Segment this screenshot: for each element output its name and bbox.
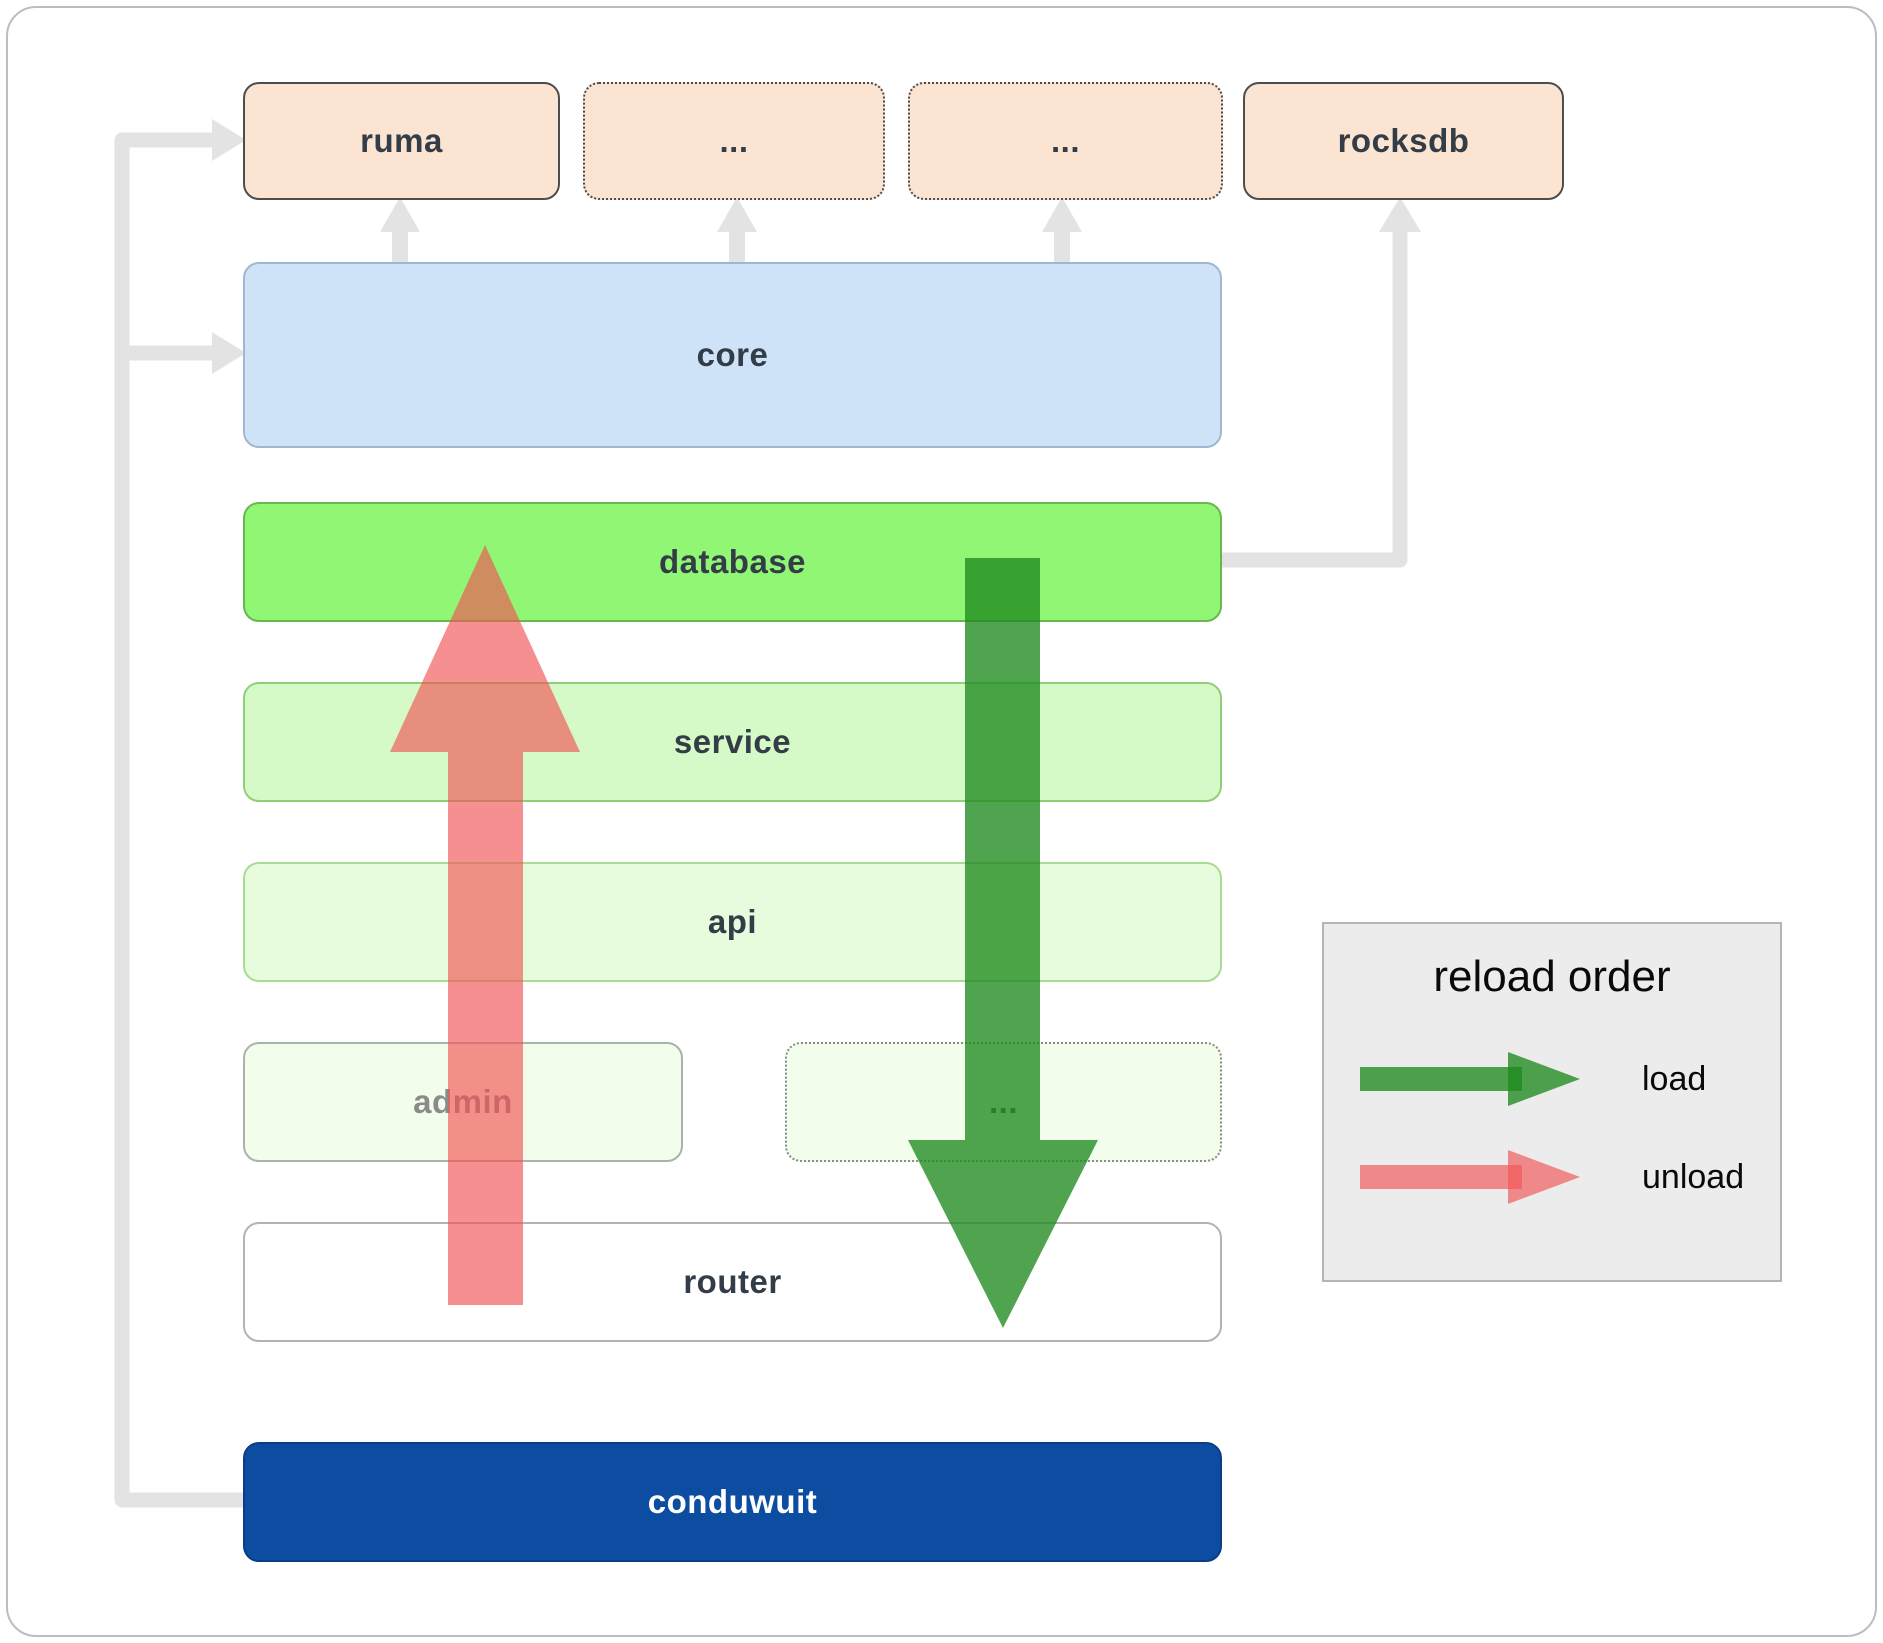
node-database: database: [243, 502, 1222, 622]
legend-unload-row: unload: [1324, 1144, 1780, 1210]
legend-load-label: load: [1642, 1059, 1707, 1098]
node-api: api: [243, 862, 1222, 982]
node-service-ext: ...: [785, 1042, 1222, 1162]
legend-load-arrow-icon: [1360, 1052, 1580, 1106]
legend-unload-label: unload: [1642, 1157, 1745, 1196]
node-admin: admin: [243, 1042, 683, 1162]
node-router: router: [243, 1222, 1222, 1342]
reload-order-legend: reload order load unload: [1322, 922, 1782, 1282]
legend-load-row: load: [1324, 1046, 1780, 1112]
diagram-frame: [6, 6, 1877, 1637]
node-service: service: [243, 682, 1222, 802]
node-core: core: [243, 262, 1222, 448]
node-conduwuit: conduwuit: [243, 1442, 1222, 1562]
node-external-1: ...: [583, 82, 885, 200]
legend-title: reload order: [1433, 952, 1671, 1001]
legend-unload-arrow-icon: [1360, 1150, 1580, 1204]
node-rocksdb: rocksdb: [1243, 82, 1564, 200]
node-ruma: ruma: [243, 82, 560, 200]
node-external-2: ...: [908, 82, 1223, 200]
